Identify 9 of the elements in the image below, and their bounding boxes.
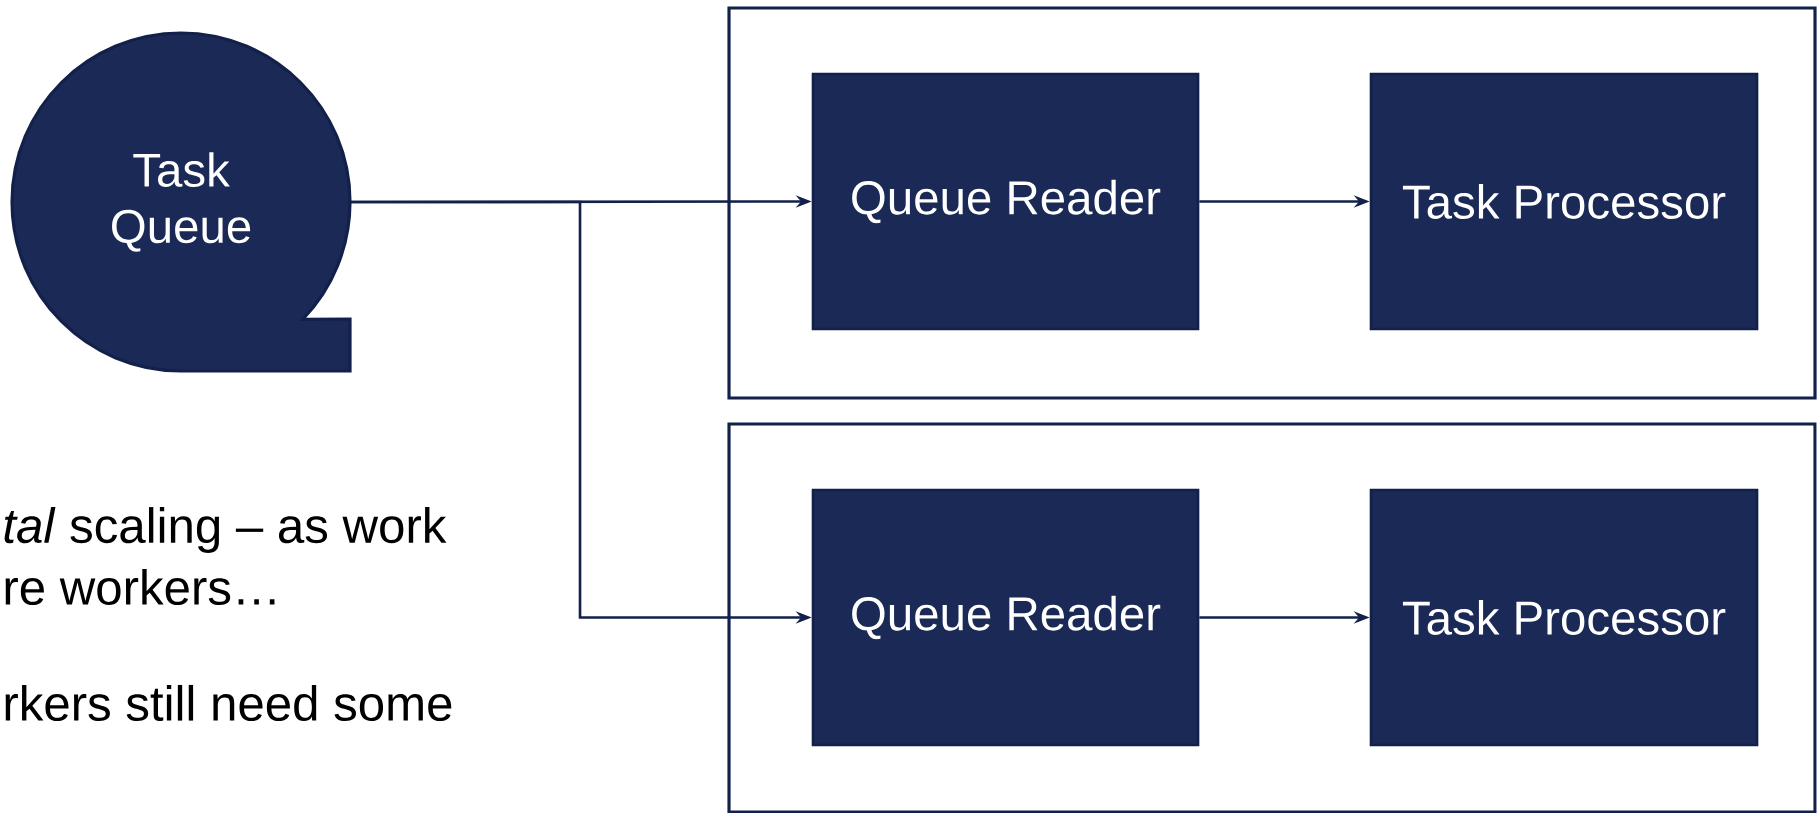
note-text: re workers… [5,568,275,606]
container-box [727,422,1817,813]
process-box: Task Processor [1369,488,1759,747]
process-box: Queue Reader [811,488,1200,747]
note-text: rkers still need some [5,684,452,722]
process-box: Queue Reader [811,72,1200,331]
process-box: Task Processor [1369,72,1759,331]
note-text: tal scaling – as work [4,507,447,553]
container-box [727,6,1817,400]
